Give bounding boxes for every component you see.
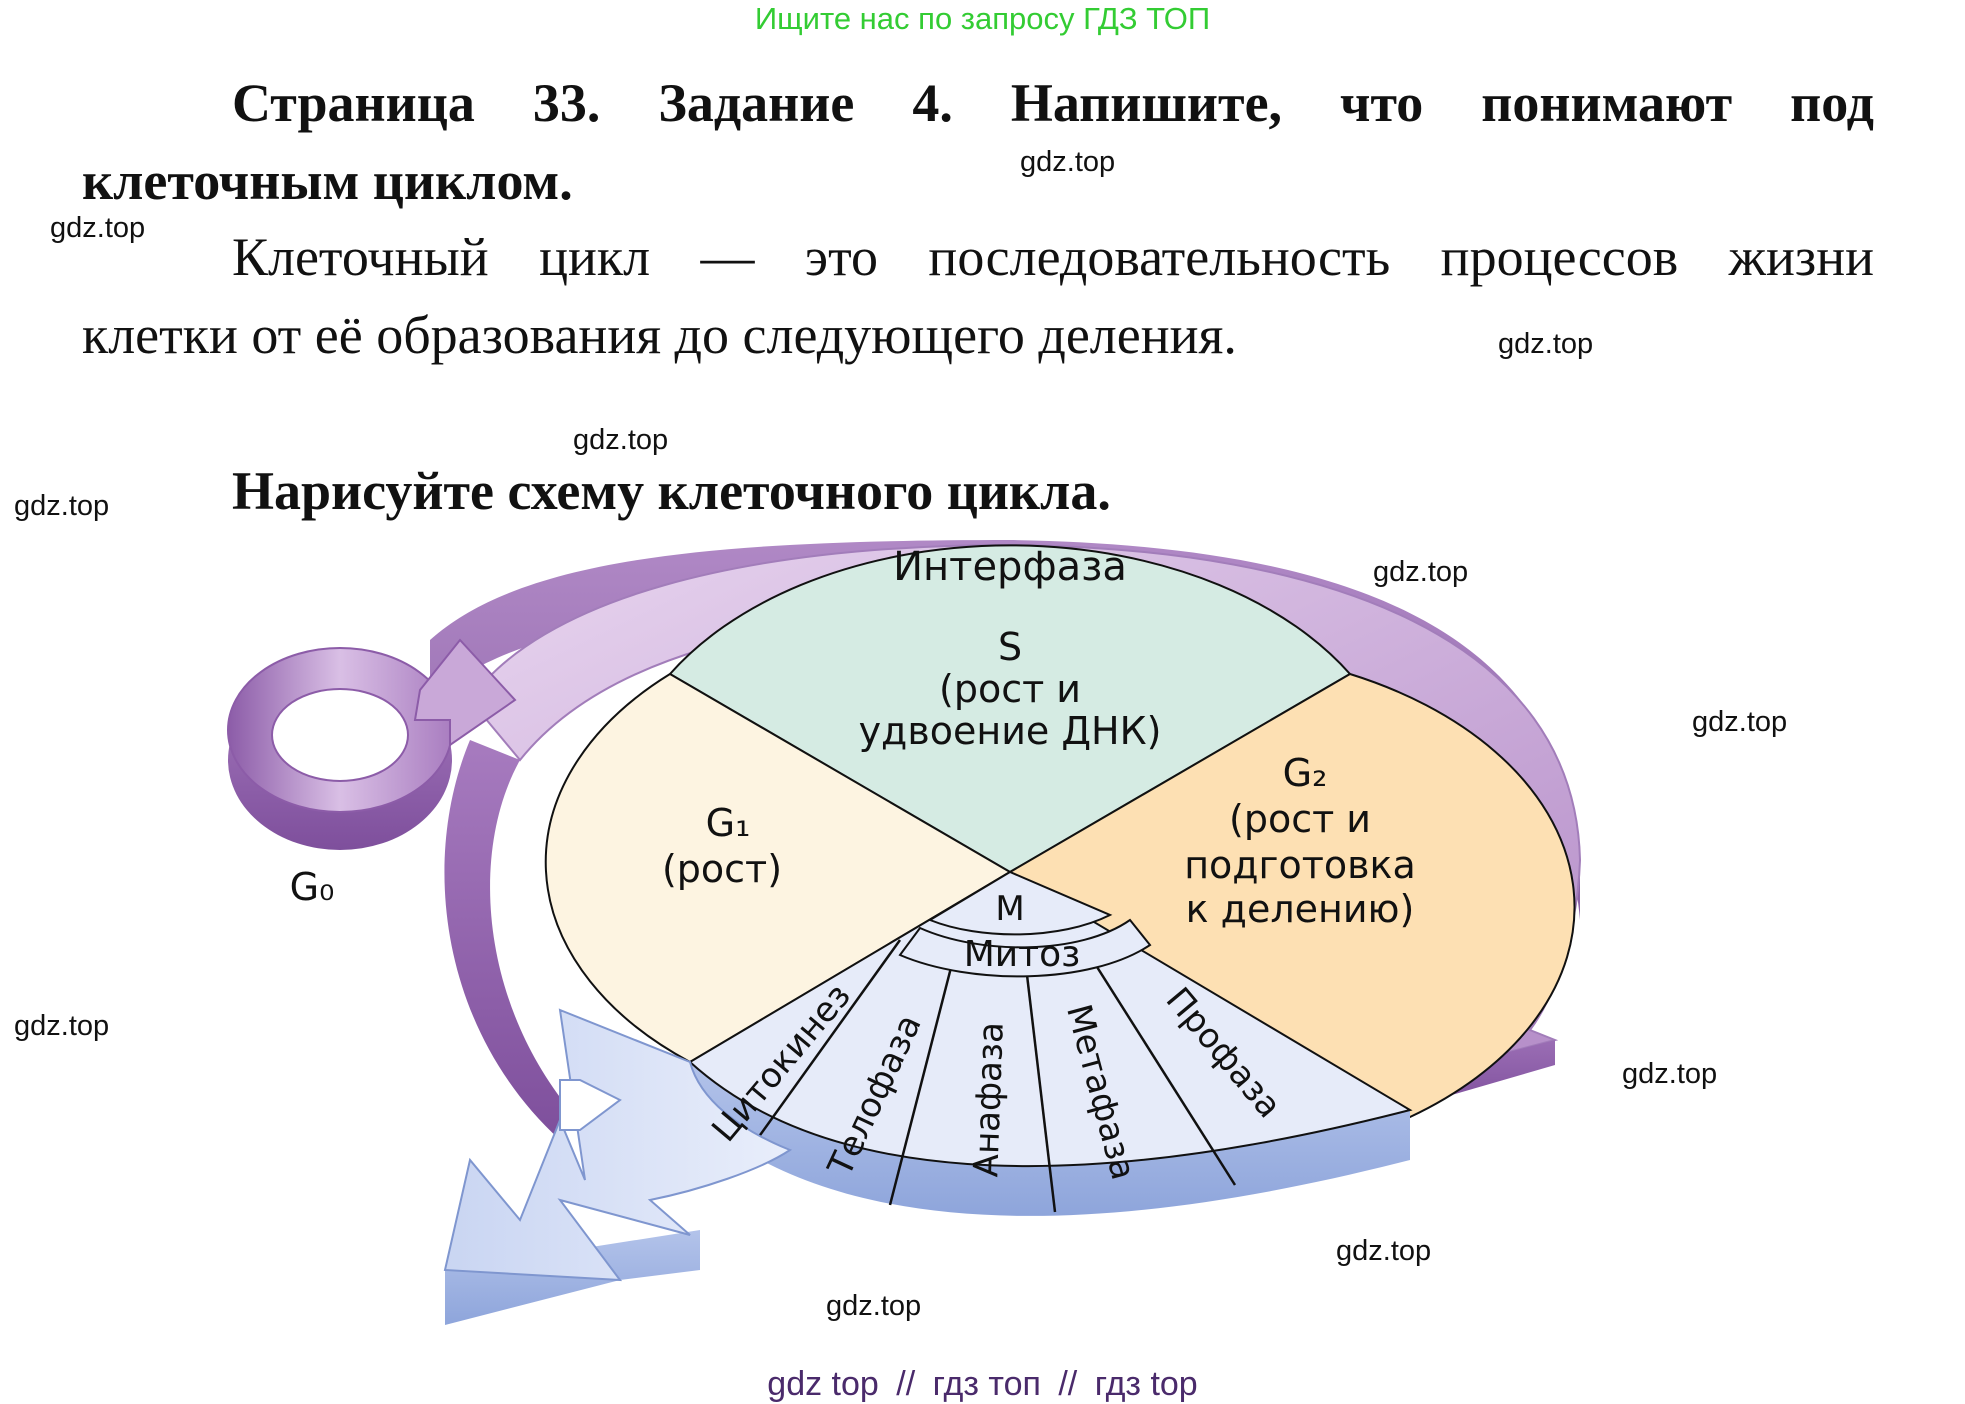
- footer-separator: //: [1058, 1365, 1078, 1403]
- label-g2-line1: (рост и: [1229, 797, 1371, 841]
- m-cap: [927, 870, 1113, 936]
- mitosis-exit-arrow: [443, 1008, 793, 1282]
- footer-link-3[interactable]: гдз top: [1094, 1365, 1198, 1403]
- watermark: gdz.top: [826, 1290, 922, 1322]
- label-g1-title: G₁: [706, 801, 751, 845]
- footer: gdz top // гдз топ // гдз top: [0, 1365, 1965, 1404]
- footer-link-2[interactable]: гдз топ: [932, 1365, 1041, 1403]
- label-g2-line2: подготовка: [1184, 843, 1416, 887]
- watermark: gdz.top: [1336, 1235, 1432, 1267]
- label-m-title: M: [995, 889, 1024, 929]
- watermark: gdz.top: [50, 212, 146, 244]
- task2-heading: Нарисуйте схему клеточного цикла.: [232, 461, 1111, 521]
- footer-link-1[interactable]: gdz top: [767, 1365, 879, 1403]
- label-interphase: Интерфаза: [893, 544, 1127, 590]
- watermark: gdz.top: [1498, 328, 1594, 360]
- cycle-disk: [544, 544, 1576, 1119]
- cell-cycle-diagram: Интерфаза S (рост и удвоение ДНК) G₁ (ро…: [227, 540, 1582, 1325]
- label-phase-anaphase: Анафаза: [966, 1021, 1011, 1177]
- label-mitosis: Митоз: [964, 934, 1081, 975]
- label-s-line1: (рост и: [939, 667, 1081, 711]
- label-g2-title: G₂: [1283, 751, 1328, 795]
- g0-loop-hole: [271, 688, 409, 782]
- g0-arrowhead: [413, 638, 517, 747]
- watermark: gdz.top: [1622, 1058, 1718, 1090]
- watermark: gdz.top: [1373, 556, 1469, 588]
- ring-left-rim: [444, 740, 570, 1140]
- task-heading-line2: клеточным циклом.: [82, 151, 573, 211]
- label-g1-desc: (рост): [662, 847, 782, 891]
- watermark: gdz.top: [1692, 706, 1788, 738]
- watermark: gdz.top: [14, 1010, 110, 1042]
- watermark: gdz.top: [14, 490, 110, 522]
- mitosis-wedge: [688, 870, 1413, 1168]
- answer-line1: Клеточный цикл — это последовательность …: [232, 227, 1874, 287]
- mitosis-arc: [898, 918, 1152, 978]
- sector-g2: [1008, 672, 1576, 1119]
- sector-s: [668, 544, 1352, 874]
- watermark: gdz.top: [1020, 146, 1116, 178]
- label-g2-line3: к делению): [1186, 887, 1415, 931]
- watermark: gdz.top: [573, 424, 669, 456]
- top-notice: Ищите нас по запросу ГДЗ ТОП: [754, 1, 1211, 36]
- label-s-line2: удвоение ДНК): [859, 709, 1162, 753]
- footer-separator: //: [896, 1365, 916, 1403]
- phase-dividers: [733, 939, 1237, 1213]
- label-s-title: S: [998, 625, 1022, 669]
- mitosis-exit-notch: [559, 1079, 622, 1131]
- task-heading-line1: Страница 33. Задание 4. Напишите, что по…: [232, 73, 1874, 133]
- sector-g1: [544, 672, 1012, 1064]
- label-g0: G₀: [290, 865, 335, 909]
- answer-line2: клетки от её образования до следующего д…: [82, 305, 1237, 365]
